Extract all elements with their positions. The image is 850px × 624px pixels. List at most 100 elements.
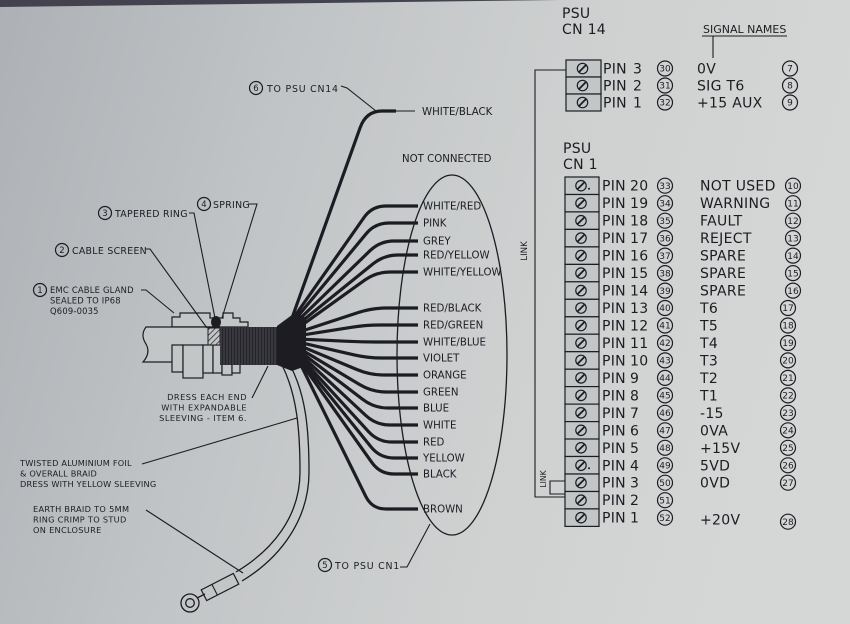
signal-ref-number: 10 — [787, 182, 799, 192]
wire-ref-number: 50 — [659, 479, 671, 489]
pin-number: 20 — [630, 179, 648, 195]
signal-name: T5 — [699, 319, 718, 335]
cn14-name: CN 14 — [562, 22, 606, 38]
signal-name: T6 — [699, 301, 718, 317]
signal-ref-circle — [781, 77, 799, 94]
signal-name: +15V — [700, 441, 740, 457]
screw-slot-icon — [576, 373, 586, 383]
pin-number: 2 — [633, 79, 642, 95]
signal-name: 5VD — [700, 458, 730, 474]
svg-text:& OVERALL BRAID: & OVERALL BRAID — [20, 469, 97, 479]
wire-label-black: BLACK — [423, 470, 457, 481]
terminal-screw-icon — [575, 179, 587, 192]
wire-red-green — [294, 323, 418, 338]
svg-text:TWISTED ALUMINIUM FOIL: TWISTED ALUMINIUM FOIL — [19, 458, 132, 468]
pin-number: 4 — [630, 458, 639, 474]
pin-label: PIN — [602, 441, 626, 457]
wire-ref-number: 49 — [659, 462, 671, 472]
wire-ref-number: 39 — [659, 287, 671, 297]
pin-label: PIN — [602, 301, 626, 317]
screw-slot-icon — [576, 391, 586, 400]
wire-ref-number: 45 — [659, 392, 670, 402]
pin-label: PIN — [602, 196, 626, 212]
svg-text:SIGNAL NAMES: SIGNAL NAMES — [703, 23, 786, 36]
wire-ref-circle — [656, 265, 674, 282]
wire-ref-number: 36 — [659, 234, 671, 244]
earth-braid — [180, 364, 310, 613]
wire-label-yellow: YELLOW — [422, 454, 465, 465]
wire-ref-circle — [656, 369, 674, 386]
terminal-screw-icon — [575, 267, 587, 279]
wire-label-blue: BLUE — [423, 404, 449, 415]
signal-ref-circle — [779, 404, 797, 421]
wire-label-green: GREEN — [423, 388, 458, 399]
photo-edge-shadow — [0, 0, 560, 7]
terminal-screw-icon — [575, 354, 587, 367]
wire-white — [296, 351, 418, 427]
pin-number: 16 — [630, 249, 648, 265]
wire-ref-number: 51 — [659, 496, 670, 506]
screw-slot-icon — [576, 443, 586, 453]
signal-name: -15 — [700, 406, 724, 422]
signal-ref-number: 20 — [782, 357, 794, 367]
svg-text:CABLE SCREEN: CABLE SCREEN — [72, 246, 147, 257]
wire-ref-circle — [656, 212, 674, 229]
signal-name: T1 — [699, 388, 718, 404]
terminal-screw-icon — [575, 372, 587, 384]
svg-text:TO PSU CN1: TO PSU CN1 — [334, 561, 400, 572]
link-cn14-pin3-to-cn1-pin2: LINK — [520, 69, 566, 498]
terminal-screw-icon — [575, 232, 587, 244]
wire-ref-circle — [656, 230, 674, 247]
svg-text:3: 3 — [102, 209, 107, 219]
wire-white-blue — [295, 337, 418, 344]
wire-ref-number: 47 — [659, 427, 670, 437]
wire-red-yellow — [292, 253, 418, 330]
signal-ref-circle — [784, 212, 802, 229]
pin-label: PIN — [602, 493, 626, 509]
wire-ref-number: 33 — [659, 182, 670, 192]
terminal-screw-icon — [576, 79, 589, 92]
pin-label: PIN — [603, 62, 627, 78]
callout-tapered-ring: 3 TAPERED RING — [97, 205, 216, 319]
cn1-name: CN 1 — [563, 157, 598, 173]
signal-ref-number: 11 — [787, 199, 798, 209]
signal-ref-circle — [781, 94, 799, 111]
terminal-screw-icon — [575, 319, 587, 332]
pin-number: 17 — [630, 231, 648, 247]
pin-number: 1 — [633, 96, 642, 112]
wire-label-pink: PINK — [423, 219, 447, 230]
pin-label: PIN — [602, 511, 626, 527]
link-label-long: LINK — [520, 241, 530, 261]
wire-ref-circle — [656, 195, 674, 212]
signal-name: WARNING — [700, 196, 770, 212]
terminal-screw-icon — [575, 197, 587, 209]
wire-label-brown: BROWN — [423, 505, 463, 516]
wire-red — [297, 354, 418, 444]
ring-terminal-icon — [180, 593, 200, 613]
pin-label: PIN — [602, 179, 626, 195]
signal-names-header: SIGNAL NAMES — [702, 23, 787, 58]
pin-label: PIN — [602, 458, 626, 474]
callout-to-psu-cn14: 6 TO PSU CN14 — [248, 80, 377, 112]
signal-name: 0V — [697, 62, 716, 78]
emc-cable-gland — [141, 312, 306, 379]
pin-label: PIN — [602, 388, 626, 404]
wire-orange — [295, 342, 418, 377]
note-foil-braid: TWISTED ALUMINIUM FOIL & OVERALL BRAID D… — [19, 417, 298, 489]
pin-number: 7 — [630, 406, 639, 422]
